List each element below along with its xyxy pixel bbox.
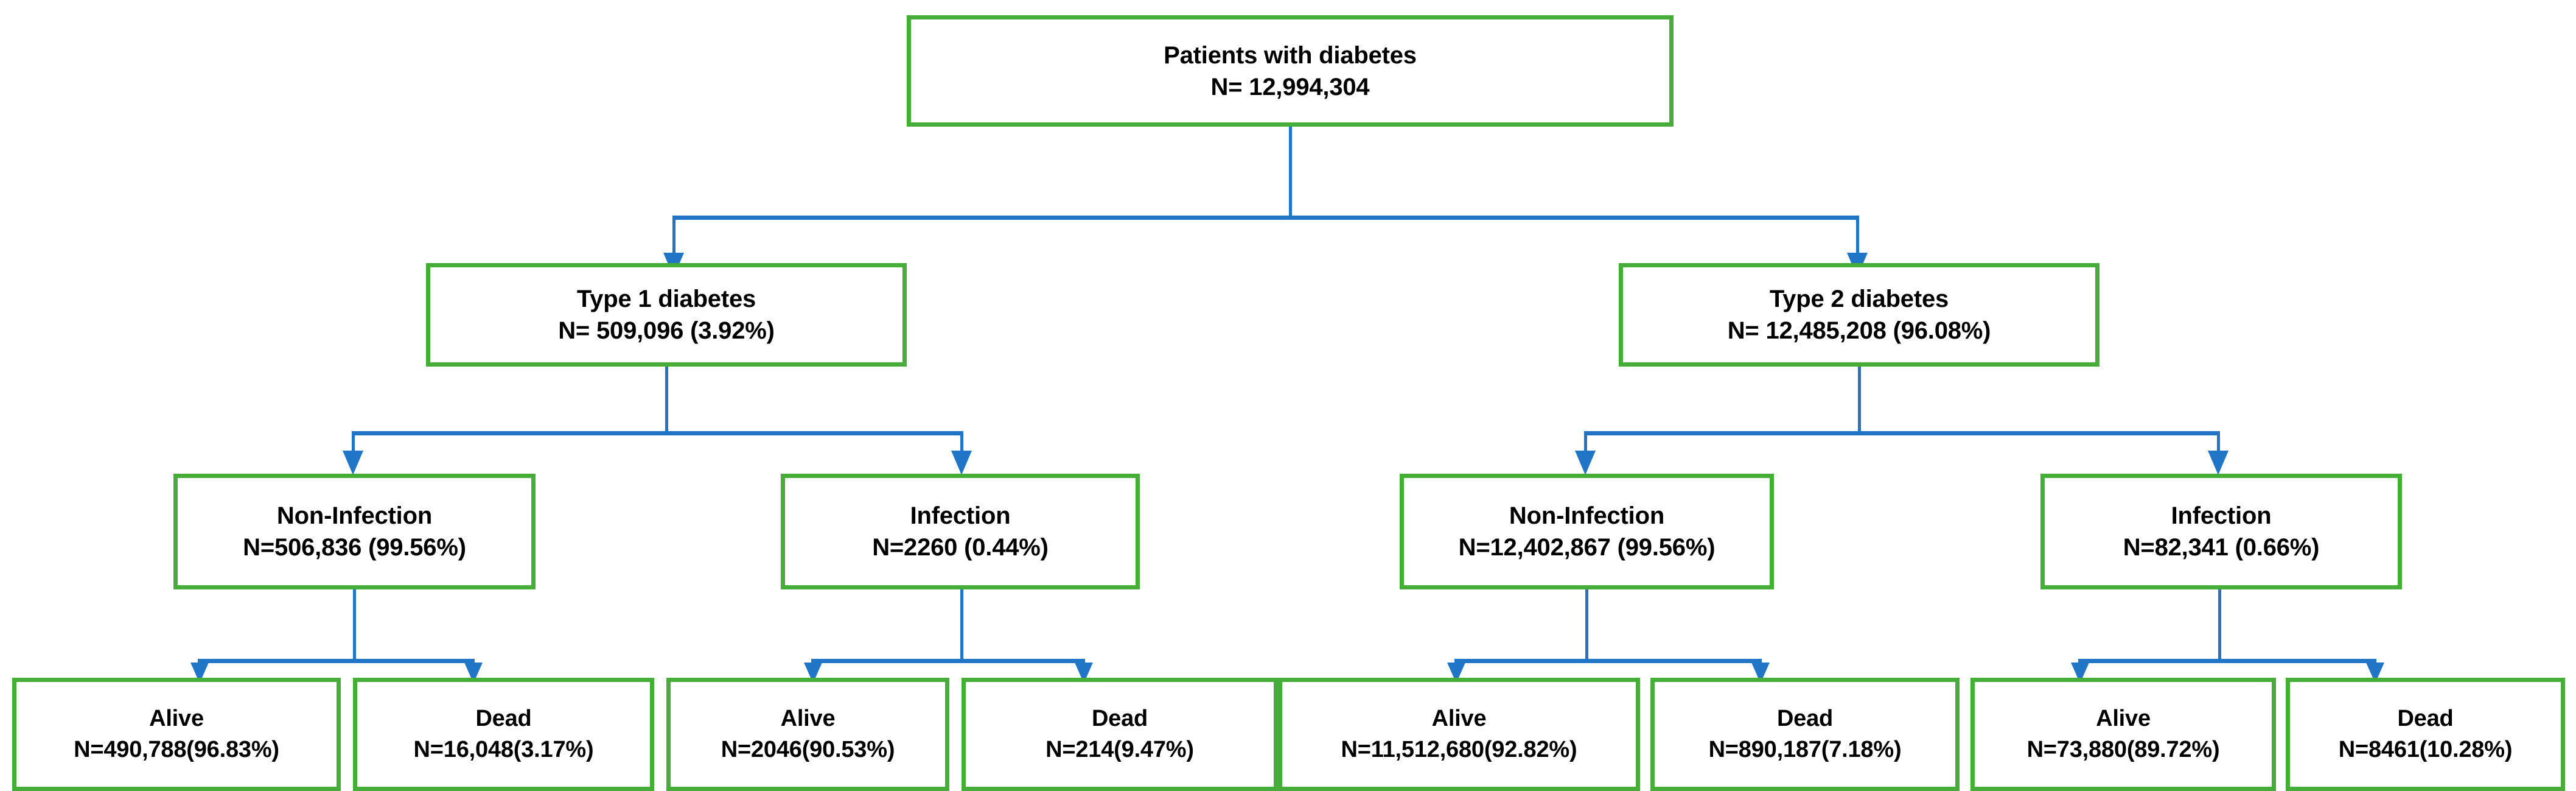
node-t2-noninfection-dead[interactable]: Dead N=890,187(7.18%)	[1650, 678, 1960, 791]
connector-t1-inf-stem	[960, 589, 963, 661]
connector-type2-bar	[1584, 431, 2220, 435]
node-count: N=12,402,867 (99.56%)	[1458, 534, 1716, 561]
node-count: N= 509,096 (3.92%)	[558, 317, 775, 344]
node-label: Dead	[1091, 705, 1148, 731]
connector-root-stem	[1289, 127, 1292, 218]
connector-root-bar	[672, 216, 1859, 220]
node-patients-with-diabetes[interactable]: Patients with diabetes N= 12,994,304	[907, 15, 1674, 127]
node-label: Patients with diabetes	[1164, 41, 1417, 69]
connector-t1-noninf-bar	[198, 659, 475, 663]
node-t1-noninfection-alive[interactable]: Alive N=490,788(96.83%)	[12, 678, 341, 791]
node-t1-infection-alive[interactable]: Alive N=2046(90.53%)	[666, 678, 949, 791]
connector-t2-inf-stem	[2218, 589, 2221, 661]
connector-t2-inf-bar	[2078, 659, 2376, 663]
node-label: Type 1 diabetes	[576, 286, 756, 312]
node-t1-infection-dead[interactable]: Dead N=214(9.47%)	[962, 678, 1278, 791]
node-count: N=214(9.47%)	[1045, 737, 1194, 762]
node-type2-infection[interactable]: Infection N=82,341 (0.66%)	[2040, 474, 2402, 589]
node-label: Alive	[780, 705, 836, 731]
connector-type2-stem	[1858, 367, 1861, 434]
node-type1-non-infection[interactable]: Non-Infection N=506,836 (99.56%)	[173, 474, 536, 589]
node-label: Dead	[2397, 705, 2454, 731]
node-t2-infection-alive[interactable]: Alive N=73,880(89.72%)	[1970, 678, 2276, 791]
node-count: N= 12,485,208 (96.08%)	[1727, 317, 1991, 344]
node-count: N=2260 (0.44%)	[872, 534, 1049, 561]
node-label: Type 2 diabetes	[1769, 286, 1949, 312]
node-count: N=73,880(89.72%)	[2026, 737, 2220, 762]
node-label: Non-Infection	[1509, 502, 1665, 529]
node-label: Alive	[2096, 705, 2151, 731]
node-count: N=890,187(7.18%)	[1708, 737, 1902, 762]
node-t1-noninfection-dead[interactable]: Dead N=16,048(3.17%)	[353, 678, 654, 791]
arrow-type2-to-noninfection	[1575, 451, 1596, 475]
node-type1-infection[interactable]: Infection N=2260 (0.44%)	[781, 474, 1140, 589]
node-count: N=16,048(3.17%)	[413, 737, 594, 762]
node-label: Dead	[1776, 705, 1834, 731]
node-label: Alive	[1431, 705, 1487, 731]
node-count: N=506,836 (99.56%)	[243, 534, 466, 561]
node-label: Alive	[149, 705, 204, 731]
node-count: N=82,341 (0.66%)	[2123, 534, 2320, 561]
node-type-1-diabetes[interactable]: Type 1 diabetes N= 509,096 (3.92%)	[426, 263, 907, 367]
node-count: N= 12,994,304	[1210, 73, 1370, 100]
connector-type1-stem	[665, 367, 668, 434]
connector-t1-noninf-stem	[353, 589, 356, 661]
connector-type1-bar	[352, 431, 963, 435]
connector-t1-inf-bar	[811, 659, 1085, 663]
node-type2-non-infection[interactable]: Non-Infection N=12,402,867 (99.56%)	[1400, 474, 1774, 589]
node-type-2-diabetes[interactable]: Type 2 diabetes N= 12,485,208 (96.08%)	[1619, 263, 2100, 367]
arrow-type1-to-infection	[951, 451, 972, 475]
arrow-type1-to-noninfection	[343, 451, 363, 475]
node-count: N=8461(10.28%)	[2338, 737, 2513, 762]
node-t2-infection-dead[interactable]: Dead N=8461(10.28%)	[2286, 678, 2565, 791]
node-count: N=2046(90.53%)	[721, 737, 895, 762]
node-label: Infection	[910, 502, 1011, 529]
node-count: N=11,512,680(92.82%)	[1341, 737, 1577, 762]
arrow-type2-to-infection	[2208, 451, 2229, 475]
node-t2-noninfection-alive[interactable]: Alive N=11,512,680(92.82%)	[1278, 678, 1640, 791]
connector-root-to-type1-drop	[672, 216, 675, 261]
node-label: Non-Infection	[276, 502, 433, 529]
connector-root-to-type2-drop	[1856, 216, 1859, 261]
node-label: Infection	[2171, 502, 2272, 529]
connector-t2-noninf-bar	[1454, 659, 1762, 663]
node-count: N=490,788(96.83%)	[74, 737, 279, 762]
node-label: Dead	[475, 705, 532, 731]
connector-t2-noninf-stem	[1585, 589, 1588, 661]
